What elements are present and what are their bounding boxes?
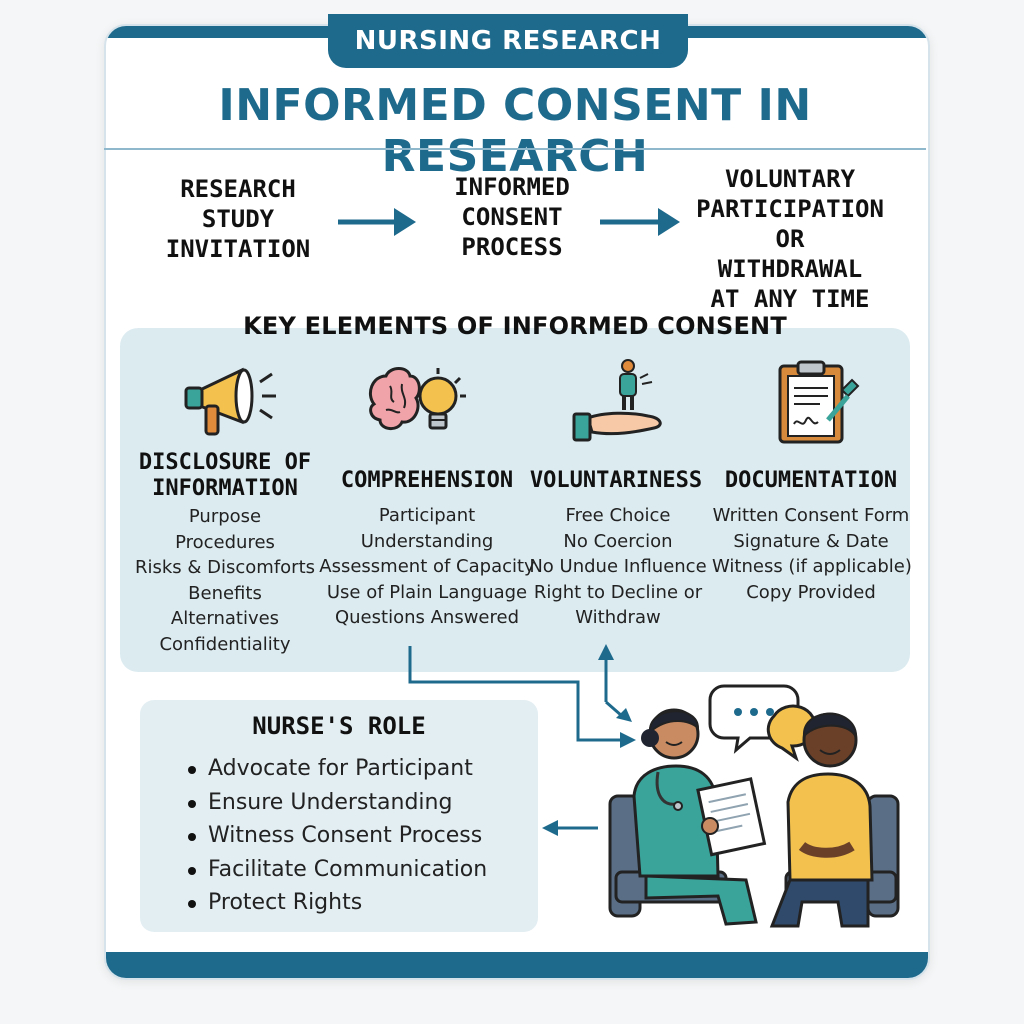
list-item: Confidentiality — [159, 633, 291, 655]
list-item: Procedures — [175, 531, 275, 553]
list-item: No Undue Influence — [529, 556, 707, 577]
element-points-comprehension: Participant Understanding Assessment of … — [318, 503, 536, 631]
flow-step-voluntary: VOLUNTARY PARTICIPATION OR WITHDRAWAL AT… — [696, 165, 884, 313]
list-item: Withdraw — [575, 607, 661, 628]
list-item: Use of Plain Language — [326, 581, 528, 603]
list-item: Ensure Understanding — [186, 786, 487, 820]
title-divider — [104, 148, 926, 150]
list-item: Facilitate Communication — [186, 853, 487, 887]
list-item: Free Choice — [565, 505, 671, 526]
flow-step-consent-process: INFORMED CONSENT PROCESS — [454, 173, 570, 261]
nurse-role-title: NURSE'S ROLE — [252, 712, 426, 740]
list-item: Signature & Date — [733, 530, 889, 552]
list-item: Purpose — [188, 506, 262, 527]
header-tab: NURSING RESEARCH — [328, 14, 688, 68]
element-points-documentation: Written Consent Form Signature & Date Wi… — [712, 503, 912, 605]
list-item: Alternatives — [170, 608, 280, 629]
nurse-participant-illustration — [606, 676, 906, 940]
list-item: Benefits — [188, 582, 262, 604]
list-item: Understanding — [360, 530, 494, 552]
list-item: Copy Provided — [746, 581, 876, 603]
clipboard-signature-icon — [776, 360, 866, 454]
list-item: No Coercion — [563, 530, 673, 552]
list-item: Written Consent Form — [712, 505, 910, 526]
brain-lightbulb-icon — [364, 364, 474, 452]
list-item: Participant — [378, 505, 476, 526]
speech-bubble-icon — [708, 684, 817, 762]
list-item: Witness (if applicable) — [712, 556, 912, 577]
list-item: Questions Answered — [334, 607, 519, 628]
element-heading-voluntariness: VOLUNTARINESS — [529, 468, 703, 493]
flow-step-invitation: RESEARCH STUDY INVITATION — [165, 175, 311, 263]
card-bottom-bar — [106, 952, 928, 978]
list-item: Protect Rights — [186, 886, 487, 920]
element-points-voluntariness: Free Choice No Coercion No Undue Influen… — [528, 503, 708, 631]
element-heading-comprehension: COMPREHENSION — [340, 468, 514, 493]
key-elements-title: KEY ELEMENTS OF INFORMED CONSENT — [243, 312, 787, 340]
nurse-role-list: Advocate for Participant Ensure Understa… — [186, 752, 487, 920]
list-item: Advocate for Participant — [186, 752, 487, 786]
list-item: Right to Decline or — [533, 581, 703, 603]
element-heading-documentation: DOCUMENTATION — [724, 468, 898, 493]
list-item: Risks & Discomforts — [134, 557, 316, 578]
hand-person-icon — [570, 356, 670, 450]
list-item: Witness Consent Process — [186, 819, 487, 853]
page-title: INFORMED CONSENT IN RESEARCH — [218, 80, 812, 182]
element-points-disclosure: Purpose Procedures Risks & Discomforts B… — [130, 504, 320, 657]
element-heading-disclosure: DISCLOSURE OF INFORMATION — [138, 450, 312, 501]
megaphone-icon — [180, 360, 280, 444]
list-item: Assessment of Capacity — [319, 556, 535, 577]
